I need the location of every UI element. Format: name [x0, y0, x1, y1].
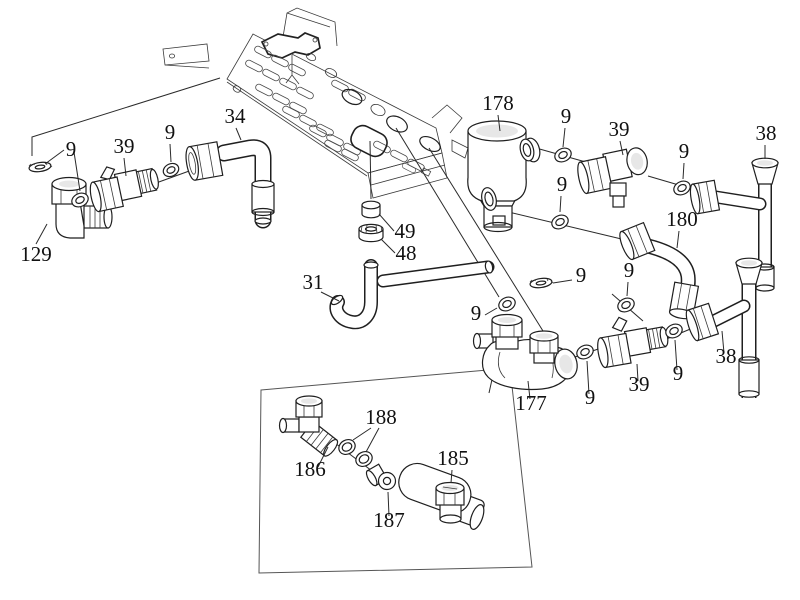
part-label-39-top: 39: [609, 117, 630, 141]
tee-186: [278, 395, 339, 457]
part-label-188: 188: [365, 405, 397, 429]
pipe-180: [619, 221, 700, 320]
inset-detail-box: [258, 367, 533, 574]
part-label-31: 31: [303, 270, 324, 294]
part-label-178: 178: [482, 91, 514, 115]
washer-flat-m3: [529, 277, 554, 289]
pipe-38-upper: [689, 157, 779, 292]
part-label-9-m3: 9: [576, 263, 587, 287]
washer-ring-left2: [162, 162, 180, 178]
elbow-185: [398, 462, 485, 530]
valve-39-top: [577, 147, 648, 208]
pipe-38-upper-nut: [689, 179, 721, 215]
pipe-34-nut: [185, 141, 224, 181]
valve-39-lower: [597, 316, 669, 369]
part-label-9-left: 9: [66, 137, 77, 161]
plug-187: [365, 463, 397, 491]
part-label-187: 187: [373, 508, 405, 532]
part-label-180: 180: [666, 207, 698, 231]
leader-to-cap-49: [369, 140, 372, 200]
valve-39-left: [89, 166, 159, 213]
washer-ring-m1: [498, 296, 516, 312]
washer-ring-m4: [617, 297, 635, 313]
leader-to-washer-177-top: [428, 147, 544, 332]
part-178-valve-body: [467, 120, 541, 233]
part-label-39-low: 39: [629, 372, 650, 396]
part-label-186: 186: [294, 457, 326, 481]
pipe-38-lower-nut: [685, 302, 720, 342]
label-leaders: [35, 114, 766, 517]
part-label-177: 177: [515, 391, 547, 415]
leader-to-left-washer: [31, 77, 221, 156]
part-label-9-t2: 9: [679, 139, 690, 163]
pipe-34-elbow: [185, 139, 275, 229]
washer-flat-left: [28, 161, 53, 173]
part-label-9-b2: 9: [673, 361, 684, 385]
manifold-177: [472, 313, 578, 391]
part-label-9-m2: 9: [624, 258, 635, 282]
cap-49: [361, 200, 381, 219]
part-label-38-low: 38: [716, 344, 737, 368]
part-label-129: 129: [20, 242, 52, 266]
grommet-48: [358, 223, 384, 243]
chassis-plate: [162, 7, 469, 199]
part-label-9-b1: 9: [585, 385, 596, 409]
part-label-49: 49: [395, 219, 416, 243]
part-label-34: 34: [225, 104, 247, 128]
washer-ring-t2: [673, 180, 691, 196]
part-label-9-t1: 9: [561, 104, 572, 128]
pipe-31: [329, 259, 495, 330]
washer-ring-t1: [554, 147, 572, 163]
orings-188: [338, 438, 373, 468]
part-label-38-top: 38: [756, 121, 777, 145]
part-label-9-m1: 9: [471, 301, 482, 325]
part-label-185: 185: [437, 446, 469, 470]
washer-ring-mid: [551, 214, 569, 230]
part-label-9-left2: 9: [165, 120, 176, 144]
pipe-38-lower: [685, 257, 763, 398]
pipe-180-nut-left: [619, 221, 656, 261]
part-label-39-left: 39: [114, 134, 135, 158]
washer-ring-left: [71, 192, 89, 208]
part-label-48: 48: [396, 241, 417, 265]
washer-ring-b2: [665, 323, 683, 339]
part-label-9-mid: 9: [557, 172, 568, 196]
washer-ring-b1: [576, 344, 594, 360]
